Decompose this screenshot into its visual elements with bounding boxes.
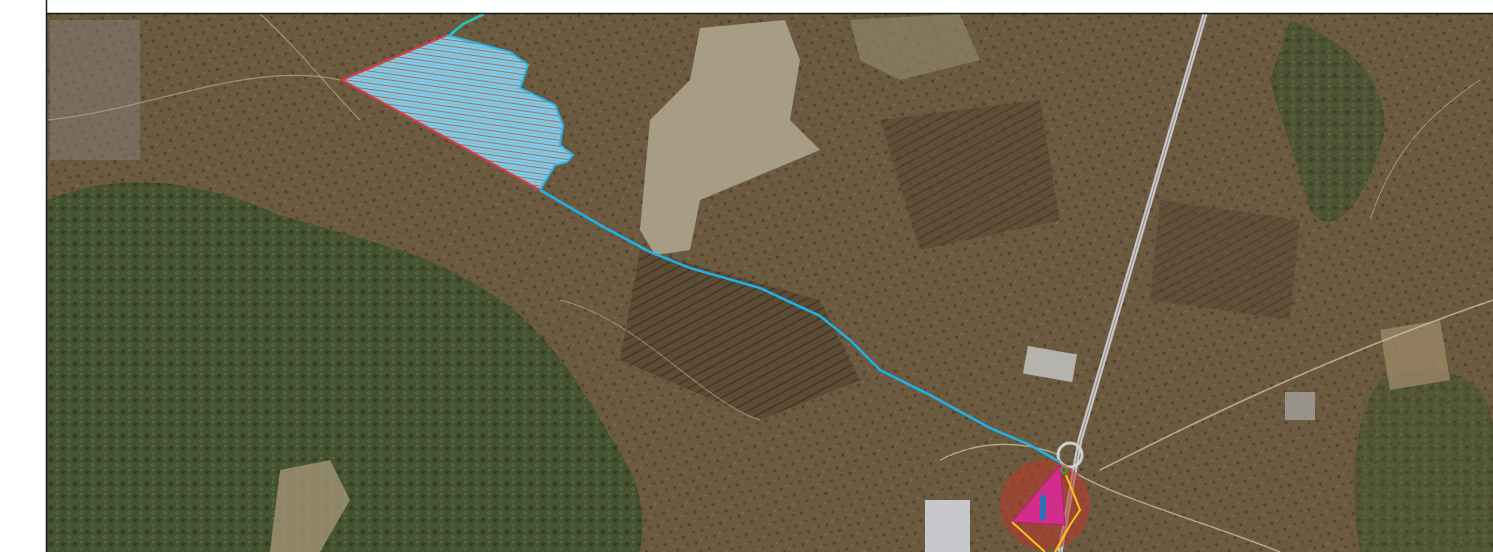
building [1285, 392, 1315, 420]
route-start-segment[interactable] [449, 12, 485, 36]
forest-patch [1354, 370, 1493, 552]
bare-field [640, 20, 820, 255]
substation-area[interactable] [1010, 463, 1066, 526]
cable-route[interactable] [539, 188, 1061, 464]
orchard-field [880, 100, 1060, 250]
project-area-edge [339, 34, 541, 191]
project-area[interactable] [339, 33, 575, 192]
bare-field [1380, 320, 1450, 390]
settlement [50, 20, 140, 160]
bare-field [270, 460, 350, 552]
bare-field [850, 14, 980, 80]
substation-building [1040, 495, 1046, 520]
orchard-field [620, 250, 860, 420]
substation[interactable] [1000, 460, 1090, 552]
building [925, 500, 970, 552]
project-area-polygon[interactable] [339, 33, 575, 192]
forest-area [47, 182, 643, 552]
orchard-field [1150, 200, 1300, 320]
forest-patch [1270, 20, 1385, 222]
access-route[interactable] [1011, 474, 1082, 552]
building [1022, 345, 1078, 383]
satellite-imagery [46, 13, 1493, 552]
